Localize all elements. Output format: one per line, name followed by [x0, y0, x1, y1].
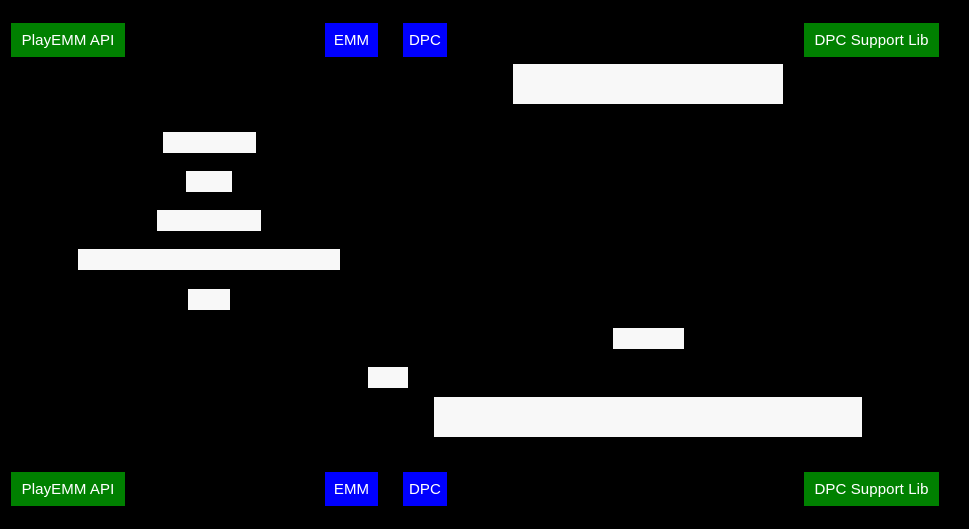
actor-label-playemm-api-top: PlayEMM API — [21, 31, 115, 49]
message-text: users.generateAuthenticationToken() — [95, 270, 341, 287]
message-text: token — [385, 388, 423, 405]
message-label-ensure-working-environment: androidForWorkAccountSupport .ensureWork… — [513, 64, 783, 178]
message-line-2: .ensureWorkingEnvironment(callback) — [521, 161, 775, 178]
message-line-1: androidForWorkAccountSupport — [541, 104, 755, 121]
actor-label-dpc-support-lib-bottom: DPC Support Lib — [814, 480, 929, 498]
actor-box-playemm-api-bottom[interactable]: PlayEMM API — [11, 472, 125, 506]
message-line-2: .addAndroidForWorkAccount(token, account… — [447, 494, 849, 511]
actor-box-emm-bottom[interactable]: EMM — [325, 472, 378, 506]
message-text: callback() — [630, 349, 695, 366]
actor-box-playemm-api-top[interactable]: PlayEMM API — [11, 23, 125, 57]
message-label-users-update: users.update() — [157, 210, 271, 248]
message-label-token-lower: token — [368, 367, 422, 405]
actor-label-emm-bottom: EMM — [333, 480, 370, 498]
actor-label-dpc-support-lib-top: DPC Support Lib — [814, 31, 929, 49]
message-text: users.update() — [174, 231, 272, 248]
message-text: users.insert() — [180, 153, 269, 170]
actor-box-dpc-top[interactable]: DPC — [403, 23, 447, 57]
message-text: token — [205, 310, 243, 327]
message-label-add-android-for-work-account: androidForWorkAccountSupport .addAndroid… — [434, 397, 862, 511]
message-text: userID — [203, 192, 248, 209]
actor-label-dpc-top: DPC — [409, 31, 441, 49]
actor-label-playemm-api-bottom: PlayEMM API — [21, 480, 115, 498]
actor-label-emm-top: EMM — [333, 31, 370, 49]
message-label-user-id: userID — [186, 171, 248, 209]
actor-box-dpc-bottom[interactable]: DPC — [403, 472, 447, 506]
message-label-callback: callback() — [613, 328, 695, 366]
actor-box-dpc-support-lib-top[interactable]: DPC Support Lib — [804, 23, 939, 57]
actor-box-dpc-support-lib-bottom[interactable]: DPC Support Lib — [804, 472, 939, 506]
actor-box-emm-top[interactable]: EMM — [325, 23, 378, 57]
message-line-1: androidForWorkAccountSupport — [541, 437, 755, 454]
message-label-generate-authentication-token: users.generateAuthenticationToken() — [78, 249, 341, 287]
message-label-users-insert: users.insert() — [163, 132, 268, 170]
actor-label-dpc-bottom: DPC — [409, 480, 441, 498]
message-label-token-upper: token — [188, 289, 242, 327]
